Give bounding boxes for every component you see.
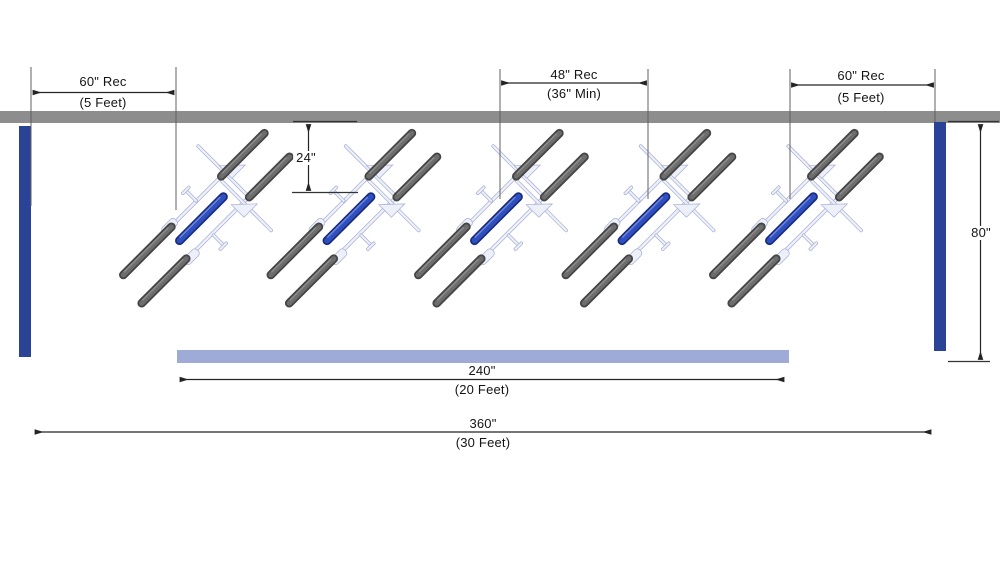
bike-rack-unit-4 <box>533 105 761 333</box>
label-stall-depth-value: 80" <box>968 226 994 240</box>
bike-rack-unit-3 <box>385 105 613 333</box>
label-right-clearance-note: (5 Feet) <box>837 90 885 105</box>
label-overall-width-note: (30 Feet) <box>455 435 511 450</box>
extension-lines <box>30 67 936 210</box>
rack-rail-bar <box>177 350 789 363</box>
label-rack-spacing-note: (36" Min) <box>546 85 602 101</box>
right-post-bar <box>934 122 946 351</box>
label-rack-spacing-value: 48" Rec <box>550 67 598 82</box>
label-left-clearance-value: 60" Rec <box>79 74 127 89</box>
dimension-lines <box>32 80 984 435</box>
label-overall-width-value: 360" <box>469 416 497 431</box>
bike-rack-unit-5 <box>680 105 908 333</box>
label-rail-length-value: 240" <box>468 363 496 378</box>
bike-rack-unit-1 <box>90 105 318 333</box>
bike-rack-units <box>90 105 908 333</box>
left-post-bar <box>19 126 31 357</box>
bike-rack-unit-2 <box>238 105 466 333</box>
label-wall-setback-value: 24" <box>293 151 319 165</box>
dimension-ticks <box>292 120 999 363</box>
label-rail-length-note: (20 Feet) <box>454 382 510 397</box>
label-right-clearance-value: 60" Rec <box>837 68 885 83</box>
label-left-clearance-note: (5 Feet) <box>79 95 127 110</box>
